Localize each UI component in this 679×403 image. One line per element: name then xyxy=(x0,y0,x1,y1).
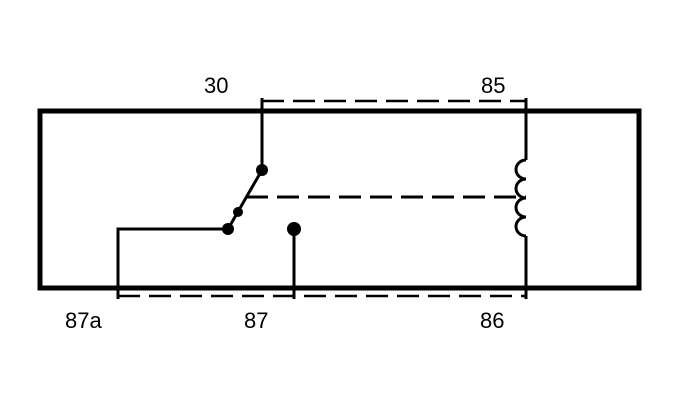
armature-pivot-dot xyxy=(233,207,243,217)
terminal-label-85: 85 xyxy=(481,73,505,98)
coil xyxy=(514,101,528,296)
no-contact-dot xyxy=(287,222,301,236)
terminal-label-87: 87 xyxy=(244,308,268,333)
terminal-label-87a: 87a xyxy=(65,308,102,333)
switch-arm xyxy=(226,169,264,230)
relay-housing xyxy=(37,108,642,291)
nc-contact-wire xyxy=(116,227,228,296)
terminal-label-30: 30 xyxy=(204,73,228,98)
nc-contact-dot xyxy=(222,223,234,235)
terminal-label-86: 86 xyxy=(480,308,504,333)
common-contact-dot xyxy=(256,164,268,176)
